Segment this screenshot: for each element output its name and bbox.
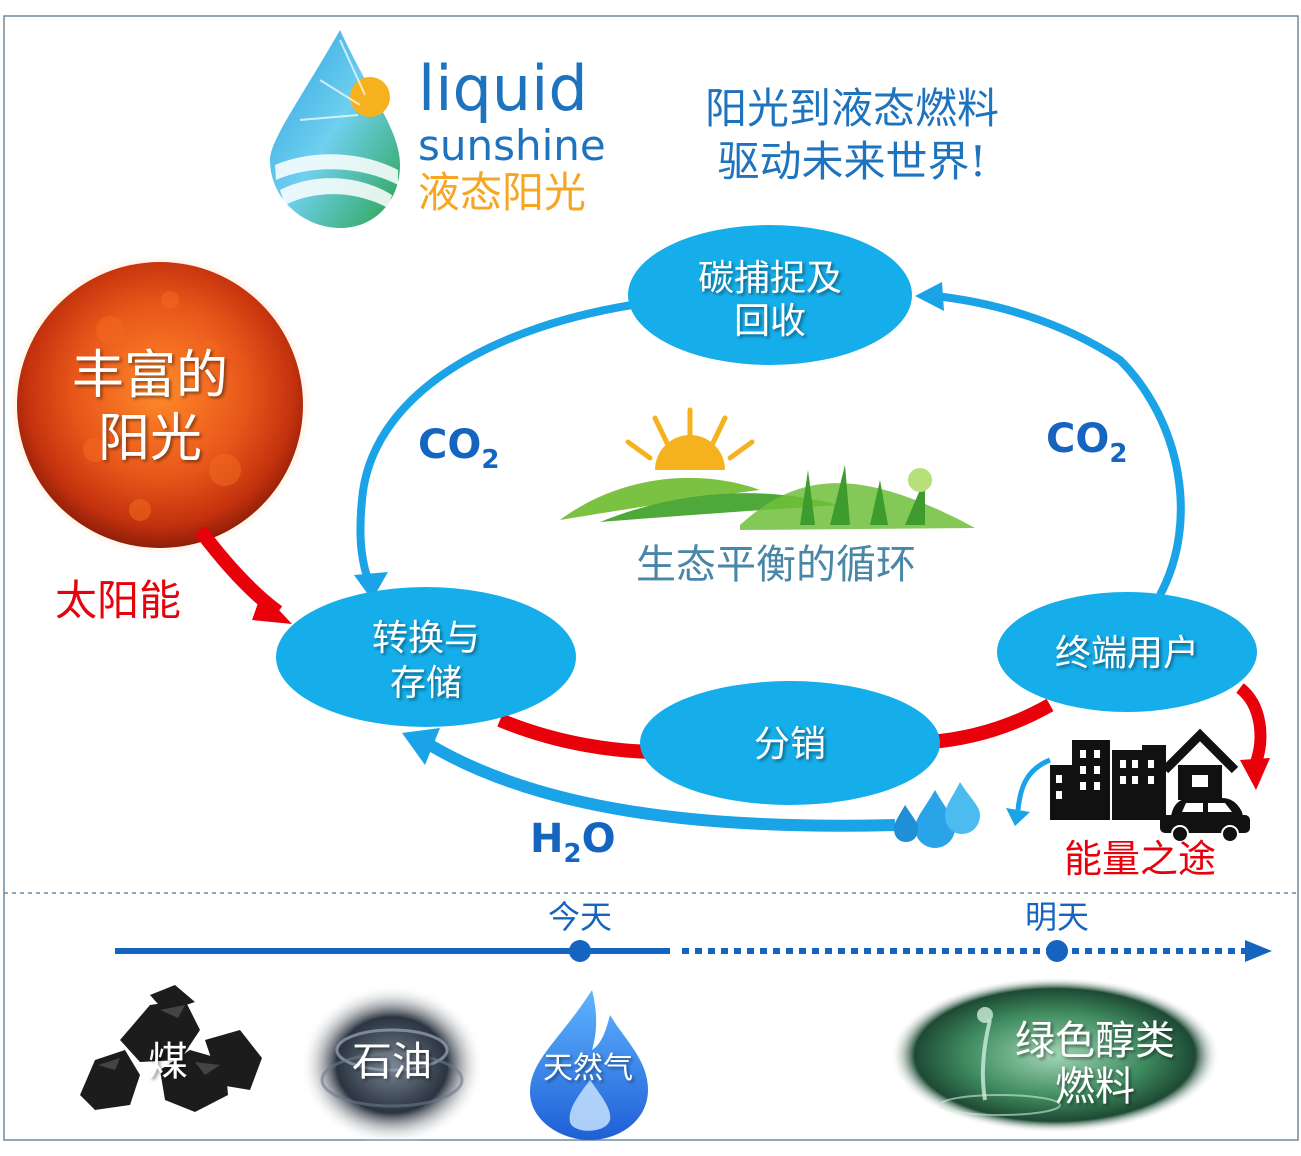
energy-to-city-arrow: [1235, 683, 1267, 768]
city-to-water-arrow: [1015, 757, 1052, 811]
co2-right-arrow-head-icon: [915, 282, 944, 311]
energy-path-left: [497, 713, 661, 759]
solar-arrow-head-icon: [252, 592, 292, 624]
sun-label-line-2: 阳光: [98, 409, 202, 469]
city-water-arrow-head-icon: [1006, 808, 1030, 826]
green-fuel-label-line-1: 绿色醇类: [1015, 1018, 1175, 1064]
liquid-sunshine-logo: liquid sunshine 液态阳光: [270, 30, 606, 228]
car-icon: [1160, 798, 1250, 843]
slogan-line-1: 阳光到液态燃料: [705, 84, 999, 133]
oil-image: 石油: [300, 985, 484, 1145]
timeline-today-label: 今天: [548, 898, 612, 936]
sun-label-line-1: 丰富的: [72, 346, 228, 406]
node-end-user[interactable]: 终端用户: [997, 592, 1257, 712]
timeline-tomorrow-dot: [1046, 940, 1068, 962]
sun-image: 丰富的 阳光: [10, 255, 310, 555]
oil-label: 石油: [352, 1039, 432, 1085]
h2o-arrow-head-icon: [402, 728, 440, 765]
logo-word-chinese: 液态阳光: [418, 168, 586, 217]
node-distribute-label: 分销: [754, 724, 826, 765]
house-icon: [1161, 728, 1239, 800]
rising-sun-icon: [655, 435, 725, 470]
natural-gas-image: 天然气: [530, 990, 648, 1140]
energy-arrow-head-icon: [1240, 758, 1270, 790]
h2o-label: H2O: [530, 816, 616, 869]
co2-left-arrow-head-icon: [354, 572, 388, 600]
node-enduser-label: 终端用户: [1055, 633, 1199, 674]
logo-sun-icon: [350, 77, 390, 117]
node-conversion-storage[interactable]: 转换与 存储: [276, 587, 576, 727]
co2-left-label: CO2: [418, 422, 499, 475]
logo-word-sunshine: sunshine: [418, 121, 606, 170]
node-distribution[interactable]: 分销: [640, 681, 940, 805]
node-capture-line-2: 回收: [734, 301, 806, 342]
node-capture-line-1: 碳捕捉及: [698, 258, 842, 299]
coal-image: 煤: [80, 985, 262, 1112]
co2-right-arc: [934, 292, 1185, 597]
energy-path-label: 能量之途: [1064, 837, 1216, 881]
node-convert-line-2: 存储: [390, 663, 462, 704]
green-fuel-label-line-2: 燃料: [1055, 1064, 1135, 1110]
city-buildings-icon: [1050, 740, 1166, 820]
timeline-arrow-head-icon: [1245, 940, 1272, 962]
energy-path-right: [929, 698, 1054, 749]
co2-left-arc: [356, 301, 633, 587]
outer-frame: [3, 15, 1299, 1141]
slogan-line-2: 驱动未来世界!: [718, 137, 987, 186]
h2o-return-arc: [426, 739, 896, 832]
timeline-tomorrow-label: 明天: [1025, 898, 1089, 936]
coal-label: 煤: [148, 1039, 188, 1085]
green-alcohol-fuel-image: 绿色醇类 燃料: [890, 977, 1220, 1133]
node-carbon-capture[interactable]: 碳捕捉及 回收: [628, 225, 912, 365]
timeline-today-dot: [569, 940, 591, 962]
eco-cycle-label: 生态平衡的循环: [636, 542, 916, 588]
gas-label: 天然气: [543, 1051, 633, 1086]
water-drops-icon: [894, 782, 980, 848]
eco-landscape-image: 生态平衡的循环: [560, 407, 975, 588]
logo-word-liquid: liquid: [418, 52, 588, 125]
solar-energy-label: 太阳能: [55, 576, 181, 625]
node-convert-line-1: 转换与: [372, 618, 480, 659]
co2-right-label: CO2: [1046, 416, 1127, 469]
